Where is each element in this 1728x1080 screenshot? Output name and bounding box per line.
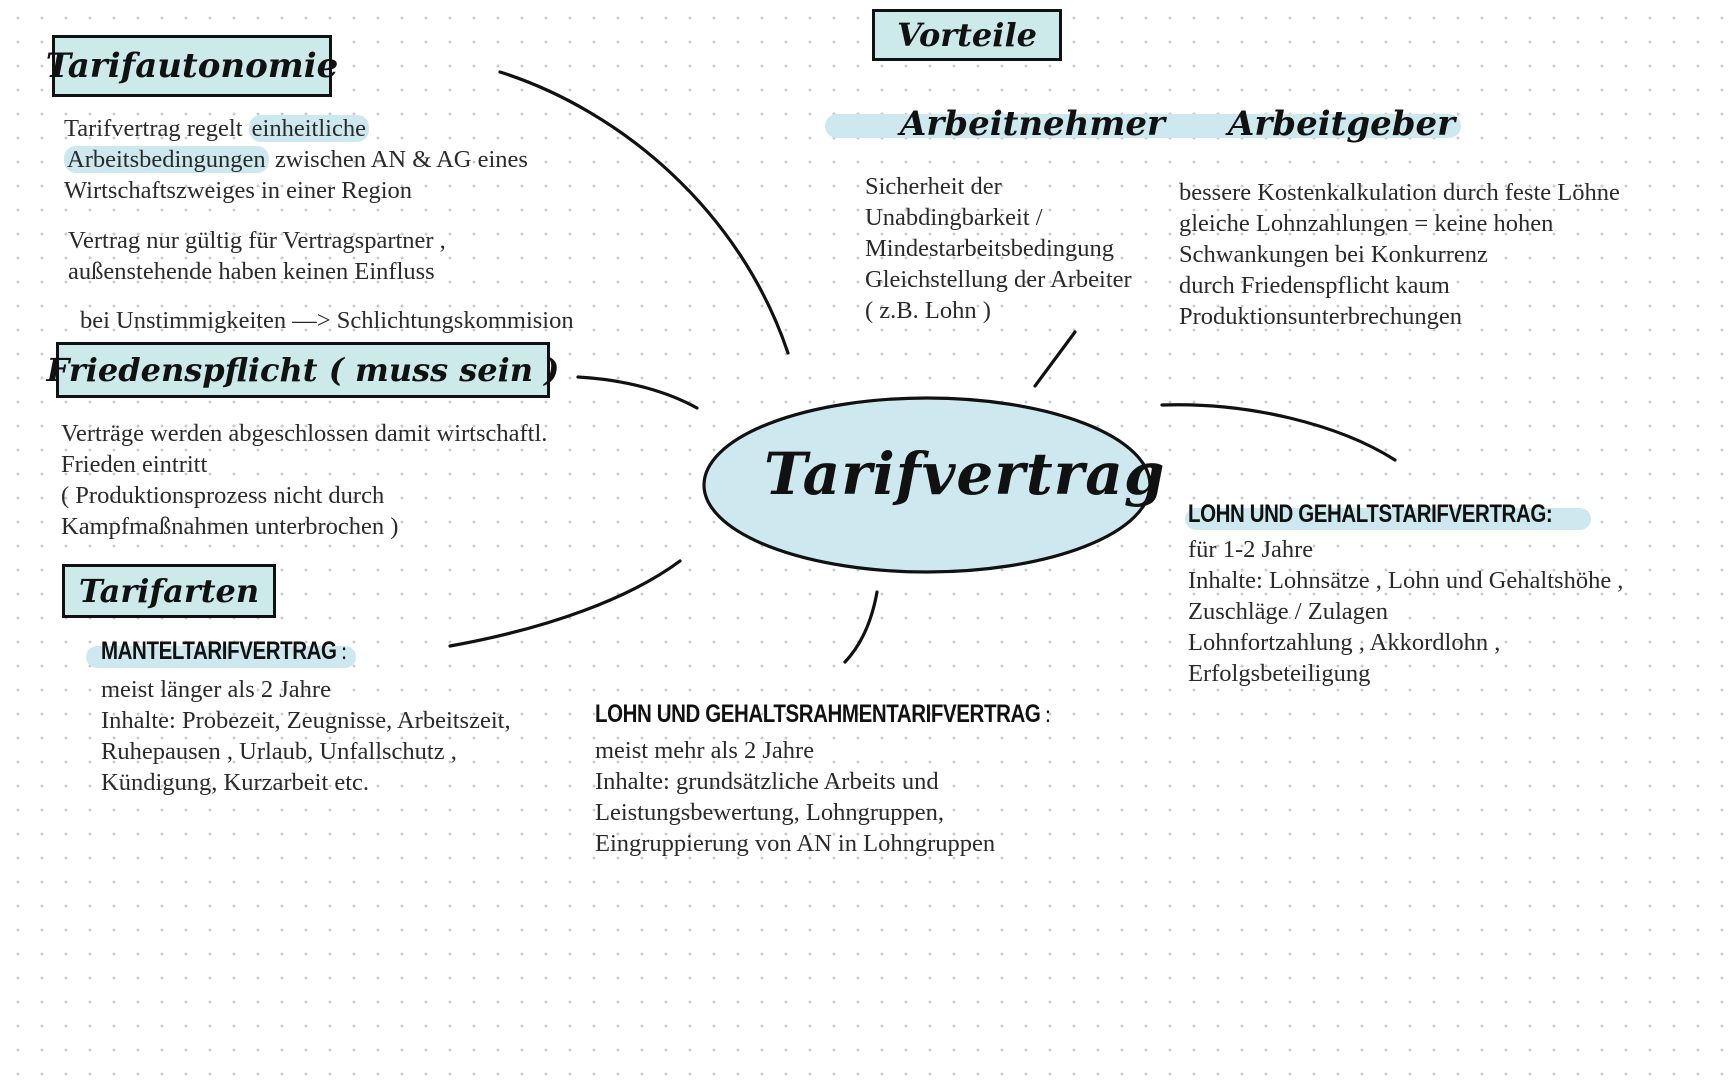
text-line: Kampfmaßnahmen unterbrochen ) (61, 513, 399, 540)
text-line: Sicherheit der (865, 173, 1002, 200)
text-line: meist mehr als 2 Jahre (595, 737, 815, 764)
lohn-text: für 1-2 Jahre Inhalte: Lohnsätze , Lohn … (1188, 534, 1623, 689)
text-line: Unabdingbarkeit / (865, 204, 1043, 231)
text-line: Inhalte: Probezeit, Zeugnisse, Arbeitsze… (101, 707, 511, 734)
rahmen-text: meist mehr als 2 Jahre Inhalte: grundsät… (595, 735, 995, 859)
friedenspflicht-text: Verträge werden abgeschlossen damit wirt… (61, 418, 547, 542)
connector-vorteile (1033, 330, 1077, 388)
heading-tarifarten: Tarifarten (62, 564, 276, 618)
arbeitnehmer-text: Sicherheit der Unabdingbarkeit / Mindest… (865, 171, 1132, 326)
center-title: Tarifvertrag (764, 440, 1166, 508)
text-line: Tarifvertrag regelt (64, 115, 249, 142)
text-line: durch Friedenspflicht kaum (1179, 272, 1450, 299)
mantel-title: MANTELTARIFVERTRAG : (101, 637, 347, 665)
text-line: für 1-2 Jahre (1188, 536, 1314, 563)
center-ellipse (702, 396, 1152, 574)
text-line: Ruhepausen , Urlaub, Unfallschutz , (101, 738, 457, 765)
text-line: Wirtschaftszweiges in einer Region (64, 177, 413, 204)
highlight: Arbeitsbedingungen (64, 146, 269, 173)
text-line: Schwankungen bei Konkurrenz (1179, 241, 1488, 268)
text-line: Eingruppierung von AN in Lohngruppen (595, 830, 996, 857)
text-line: Verträge werden abgeschlossen damit wirt… (61, 420, 548, 447)
heading-vorteile: Vorteile (872, 9, 1062, 61)
connector-friedenspflicht (576, 375, 699, 410)
tarifautonomie-text: Tarifvertrag regelt einheitliche Arbeits… (64, 113, 528, 206)
heading-friedenspflicht: Friedenspflicht ( muss sein ) (47, 342, 559, 398)
heading-tarifautonomie: Tarifautonomie (46, 35, 338, 97)
text-line: Inhalte: Lohnsätze , Lohn und Gehaltshöh… (1188, 567, 1624, 594)
text-line: ( z.B. Lohn ) (865, 297, 991, 324)
connector-rahmen (843, 590, 879, 664)
text-line: Zuschläge / Zulagen (1188, 598, 1389, 625)
tarifautonomie-para2: Vertrag nur gültig für Vertragspartner ,… (68, 225, 446, 287)
arbeitgeber-text: bessere Kostenkalkulation durch feste Lö… (1179, 177, 1620, 332)
connector-tarifarten (448, 559, 682, 648)
rahmen-title: LOHN UND GEHALTSRAHMENTARIFVERTRAG : (595, 700, 1051, 728)
heading-arbeitgeber: Arbeitgeber (1228, 104, 1456, 144)
text-line: Gleichstellung der Arbeiter (865, 266, 1132, 293)
text-line: Erfolgsbeteiligung (1188, 660, 1371, 687)
text-line: bei Unstimmigkeiten —> Schlichtungskommi… (80, 307, 574, 334)
tarifautonomie-para3: bei Unstimmigkeiten —> Schlichtungskommi… (80, 305, 574, 336)
highlight: einheitliche (248, 115, 369, 142)
vorteile-highlight-bar (825, 114, 1461, 138)
text-line: meist länger als 2 Jahre (101, 676, 331, 703)
caps-highlight (1185, 508, 1591, 530)
heading-arbeitnehmer: Arbeitnehmer (900, 104, 1165, 144)
mantel-text: meist länger als 2 Jahre Inhalte: Probez… (101, 674, 511, 798)
connector-tarifautonomie (498, 70, 790, 355)
caps-highlight (86, 646, 356, 668)
text-line: Frieden eintritt (61, 451, 208, 478)
text-line: Mindestarbeitsbedingung (865, 235, 1115, 262)
text-line: Vertrag nur gültig für Vertragspartner , (68, 227, 446, 254)
text-line: Leistungsbewertung, Lohngruppen, (595, 799, 945, 826)
text-line: Kündigung, Kurzarbeit etc. (101, 769, 370, 796)
text-line: zwischen AN & AG eines (268, 146, 528, 173)
text-line: gleiche Lohnzahlungen = keine hohen (1179, 210, 1554, 237)
text-line: bessere Kostenkalkulation durch feste Lö… (1179, 179, 1620, 206)
connector-lohn (1160, 403, 1397, 462)
lohn-title: LOHN UND GEHALTSTARIFVERTRAG: (1188, 500, 1553, 528)
text-line: außenstehende haben keinen Einfluss (68, 258, 435, 285)
text-line: ( Produktionsprozess nicht durch (61, 482, 385, 509)
text-line: Lohnfortzahlung , Akkordlohn , (1188, 629, 1501, 656)
text-line: Inhalte: grundsätzliche Arbeits und (595, 768, 939, 795)
text-line: Produktionsunterbrechungen (1179, 303, 1463, 330)
